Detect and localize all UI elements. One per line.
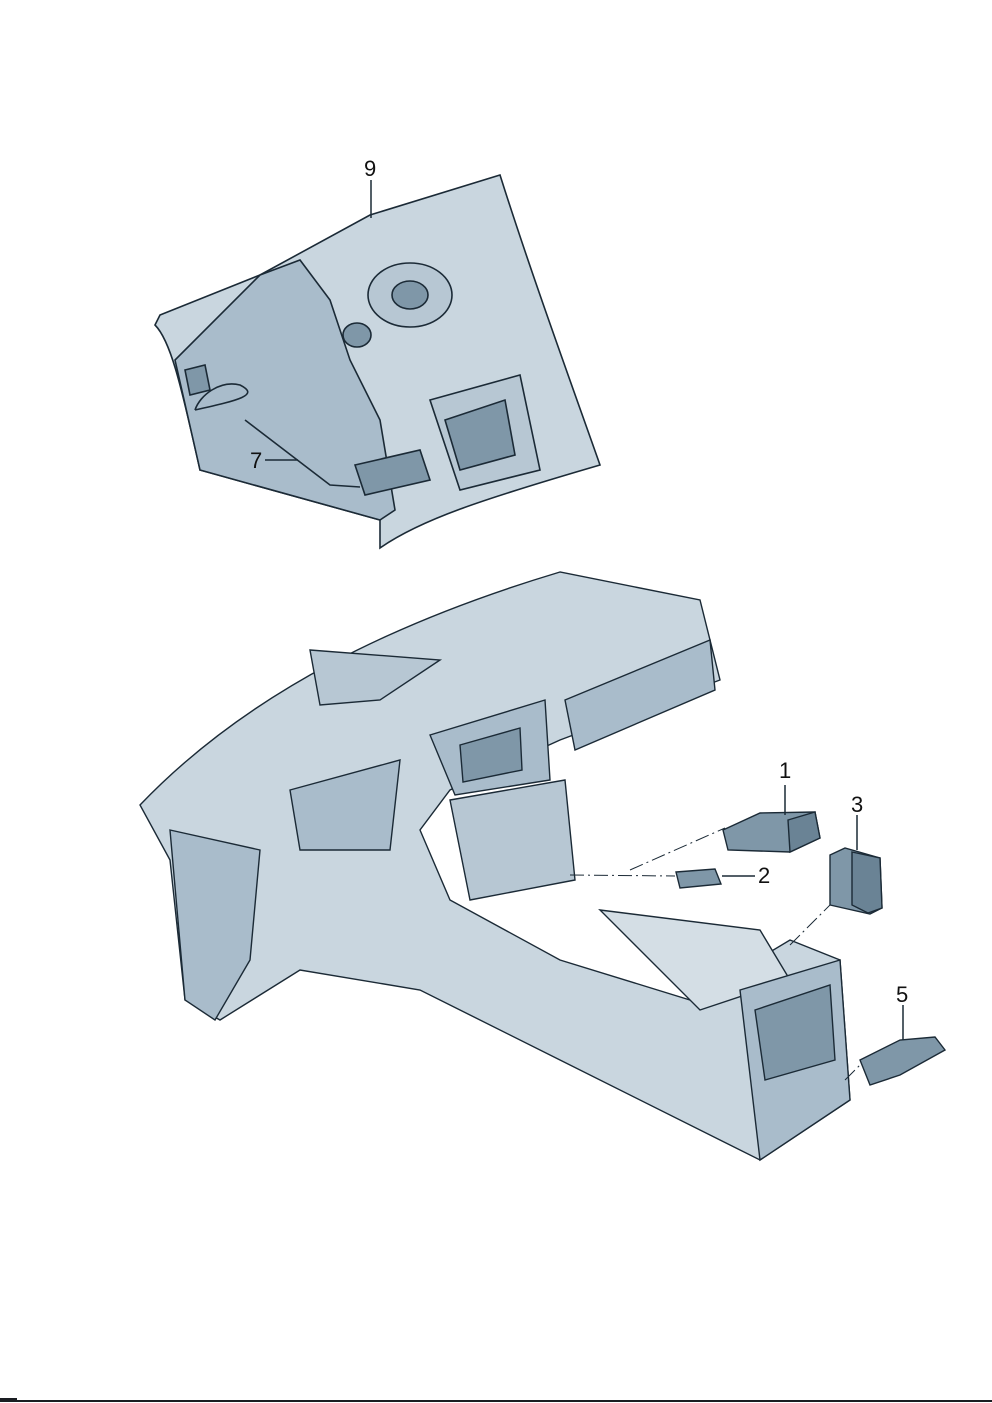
part-5-switch-unit: [859, 1036, 947, 1086]
footer-rule-tab: [0, 1398, 17, 1402]
callout-7: 7: [250, 448, 263, 473]
callout-2: 2: [758, 863, 771, 888]
part-2-connector: [675, 868, 722, 889]
part-1-control-unit: [722, 811, 821, 854]
callout-5: 5: [896, 982, 909, 1007]
callout-9: 9: [364, 156, 377, 181]
callout-3: 3: [851, 792, 864, 817]
callout-1: 1: [779, 758, 792, 783]
dashboard-assembly: [139, 571, 851, 1162]
part-3-control-unit: [829, 847, 883, 915]
detail-view-dashboard-panel: [154, 174, 602, 550]
footer-rule: [0, 1400, 992, 1402]
